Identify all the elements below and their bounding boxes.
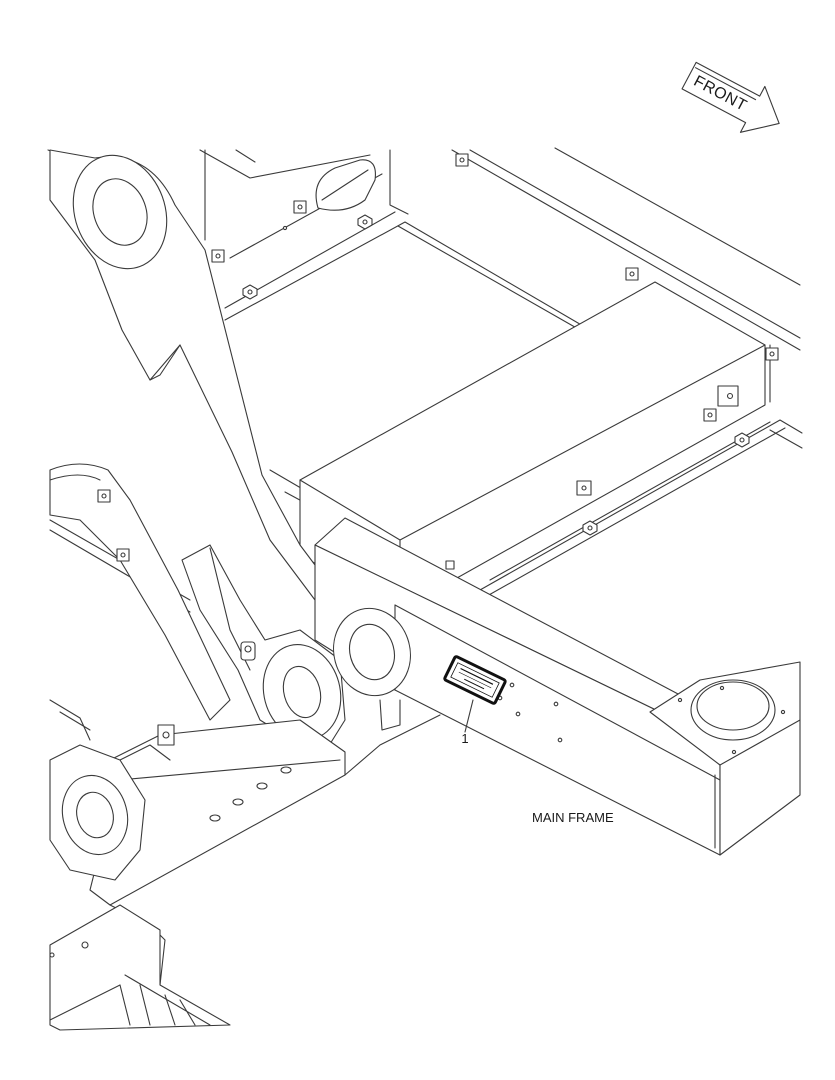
beam-face-holes (282, 225, 786, 755)
drawing-caption: MAIN FRAME (532, 810, 614, 825)
bolt-heads (97, 153, 779, 746)
upper-slot (315, 159, 376, 211)
front-direction-arrow-icon: FRONT (681, 61, 780, 133)
left-side-plate (49, 463, 231, 721)
boom-foot-upper-plate (49, 149, 346, 621)
pin-boss-front (333, 607, 411, 731)
right-side-rail (479, 419, 803, 601)
lower-left-boss (49, 699, 171, 881)
label-plate-icon (443, 655, 507, 705)
bottom-left-step (49, 904, 231, 1031)
callout-leader-line (464, 699, 474, 733)
rear-deck-plates (199, 147, 801, 351)
front-right-pad (649, 661, 801, 856)
callout-number-1: 1 (461, 731, 468, 746)
